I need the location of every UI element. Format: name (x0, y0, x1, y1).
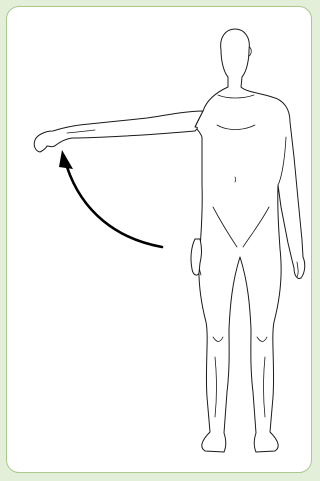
body-outline (195, 29, 305, 452)
raised-arm (34, 111, 203, 152)
illustration-card (6, 6, 312, 473)
arrowhead-icon (59, 150, 73, 169)
body-diagram (7, 7, 312, 473)
curved-arrow-icon (67, 167, 162, 247)
